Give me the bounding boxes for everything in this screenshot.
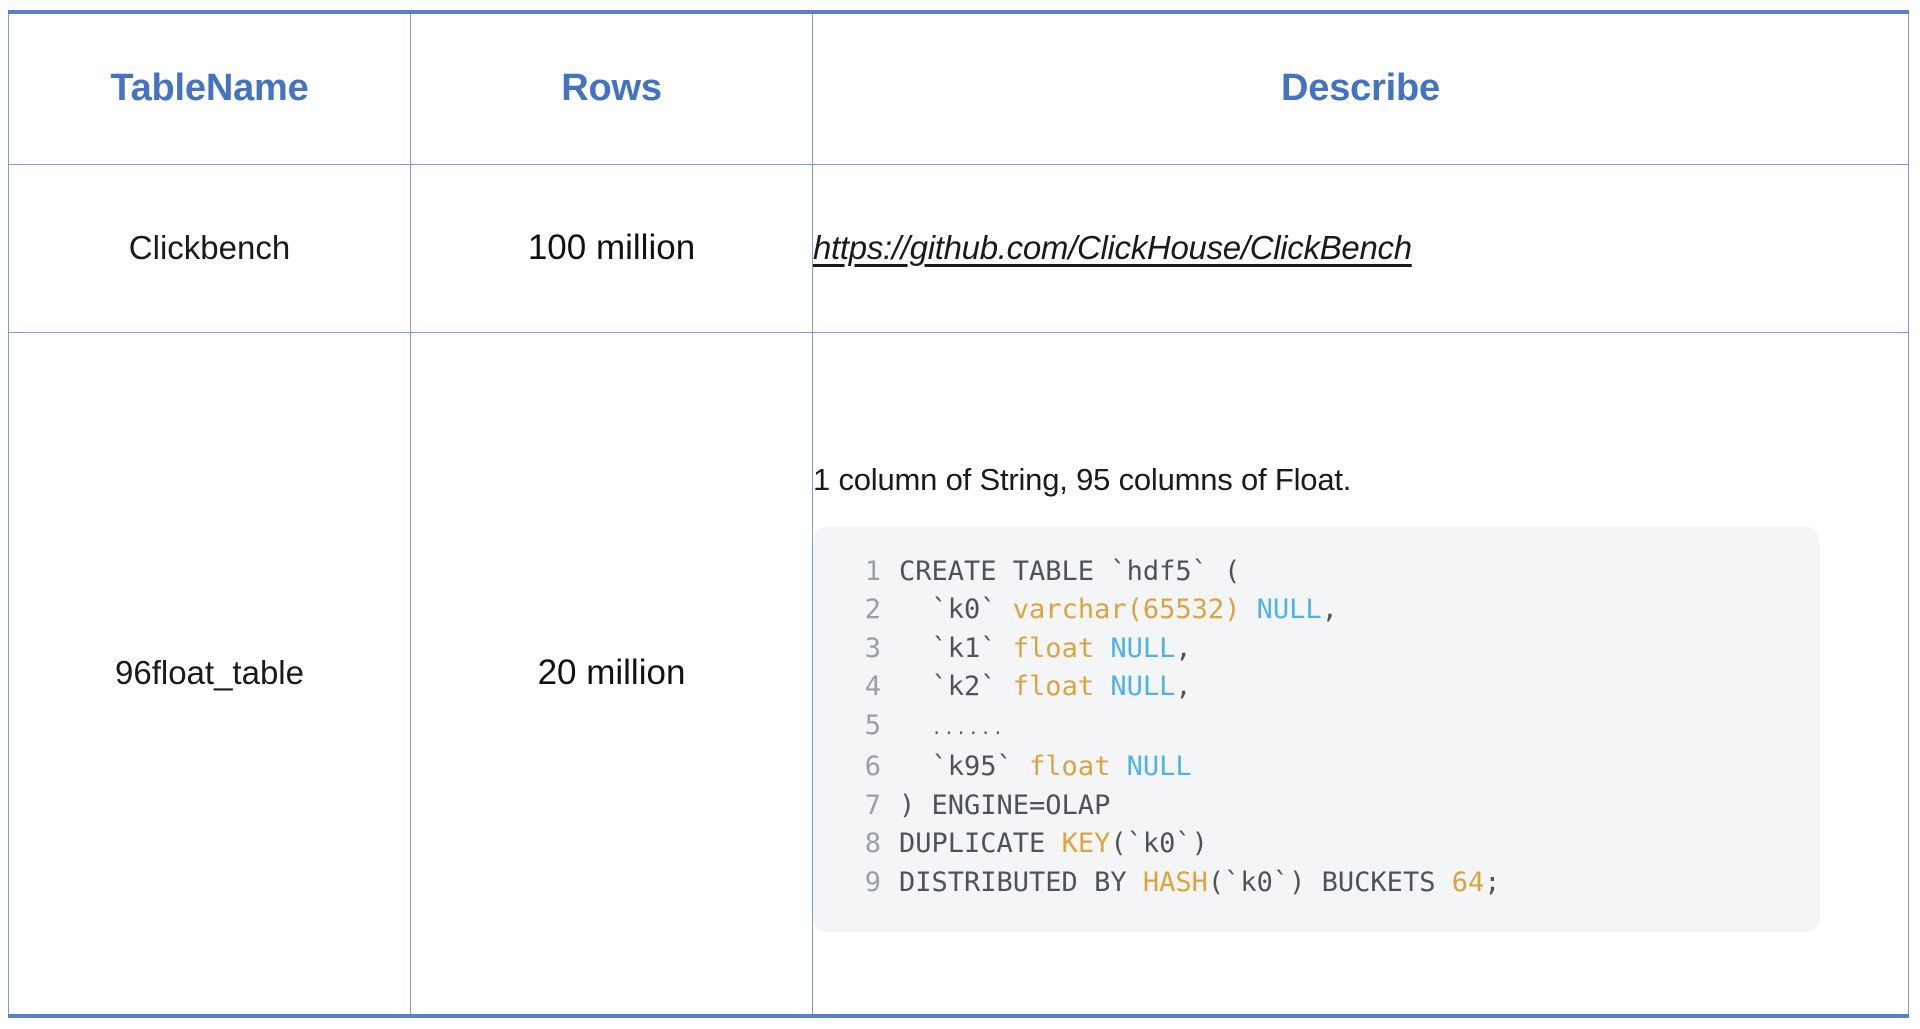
line-number: 3: [864, 632, 881, 664]
line-number: 2: [864, 594, 881, 625]
sql-function: HASH: [1142, 866, 1208, 898]
table-header-row: TableName Rows Describe: [8, 10, 1909, 165]
code-line-text: DISTRIBUTED BY HASH(`k0`) BUCKETS 64;: [899, 864, 1501, 903]
clickbench-repo-link[interactable]: https://github.com/ClickHouse/ClickBench: [813, 229, 1412, 266]
sql-number: 65532: [1142, 594, 1225, 625]
sql-engine-clause: ) ENGINE=OLAP: [899, 789, 1111, 821]
column-header-describe: Describe: [812, 10, 1909, 165]
code-line: 8 DUPLICATE KEY(`k0`): [813, 825, 1820, 864]
sql-code-block: 1 CREATE TABLE `hdf5` ( 2 `k0` varchar(6…: [813, 526, 1820, 932]
benchmark-table: TableName Rows Describe Clickbench 100 m…: [8, 10, 1909, 1018]
cell-describe-clickbench: https://github.com/ClickHouse/ClickBench: [812, 163, 1909, 333]
line-number: 7: [864, 789, 881, 821]
sql-function: KEY: [1061, 828, 1111, 859]
sql-type: float: [1029, 751, 1127, 782]
describe-note-96float: 1 column of String, 95 columns of Float.: [813, 461, 1352, 497]
code-line: 4 `k2` float NULL,: [813, 668, 1820, 707]
sql-identifier: `k95`: [899, 751, 1030, 782]
sql-type: varchar(: [1012, 594, 1143, 625]
code-line: 1 CREATE TABLE `hdf5` (: [813, 553, 1820, 592]
sql-keyword: CREATE TABLE: [899, 555, 1111, 587]
line-number: 1: [864, 555, 881, 587]
line-number: 5: [864, 709, 881, 741]
sql-type: float: [1012, 632, 1111, 664]
cell-table-name-96float: 96float_table: [8, 331, 411, 1018]
sql-null: NULL: [1126, 751, 1192, 782]
table-row: 96float_table 20 million 1 column of Str…: [8, 331, 1909, 1018]
sql-identifier: `k2`: [899, 671, 1013, 702]
table-row: Clickbench 100 million https://github.co…: [8, 163, 1909, 333]
code-line-list: 1 CREATE TABLE `hdf5` ( 2 `k0` varchar(6…: [813, 553, 1820, 903]
sql-null: NULL: [1256, 594, 1322, 625]
sql-ellipsis: ......: [931, 718, 1005, 739]
sql-punct: (: [1207, 555, 1241, 587]
code-line-text: `k1` float NULL,: [899, 630, 1192, 669]
code-line-text: `k2` float NULL,: [899, 668, 1192, 707]
sql-identifier: `hdf5`: [1110, 555, 1208, 587]
code-line-text: ......: [899, 707, 1005, 749]
code-line: 7 ) ENGINE=OLAP: [813, 787, 1820, 826]
sql-null: NULL: [1110, 671, 1176, 702]
code-line-text: `k95` float NULL: [899, 748, 1192, 787]
sql-type: float: [1012, 671, 1111, 702]
code-line: 3 `k1` float NULL,: [813, 630, 1820, 669]
sql-keyword: DISTRIBUTED BY: [899, 866, 1143, 898]
line-number: 8: [864, 828, 881, 859]
line-number: 6: [864, 751, 881, 782]
code-line: 9 DISTRIBUTED BY HASH(`k0`) BUCKETS 64;: [813, 864, 1820, 903]
sql-punct: ;: [1484, 866, 1501, 898]
table-body: Clickbench 100 million https://github.co…: [8, 163, 1909, 1018]
sql-punct: ,: [1321, 594, 1338, 625]
line-number: 9: [864, 866, 881, 898]
sql-punct: ,: [1175, 671, 1192, 702]
sql-identifier: `k0`: [899, 594, 1013, 625]
sql-args: (`k0`): [1110, 828, 1208, 859]
code-line-text: DUPLICATE KEY(`k0`): [899, 825, 1208, 864]
cell-table-name-clickbench: Clickbench: [8, 163, 411, 333]
code-line-text: CREATE TABLE `hdf5` (: [899, 553, 1240, 592]
sql-punct: ,: [1175, 632, 1192, 664]
code-line-text: `k0` varchar(65532) NULL,: [899, 591, 1338, 630]
line-number: 4: [864, 671, 881, 702]
code-line-text: ) ENGINE=OLAP: [899, 787, 1110, 826]
sql-keyword: DUPLICATE: [899, 828, 1062, 859]
code-line: 6 `k95` float NULL: [813, 748, 1820, 787]
sql-number: 64: [1451, 866, 1485, 898]
column-header-rows: Rows: [410, 10, 813, 165]
cell-rows-clickbench: 100 million: [410, 163, 813, 333]
column-header-table-name: TableName: [8, 10, 411, 165]
code-line: 5 ......: [813, 707, 1820, 749]
table-header: TableName Rows Describe: [8, 10, 1909, 165]
cell-rows-96float: 20 million: [410, 331, 813, 1018]
sql-type-close: ): [1224, 594, 1257, 625]
sql-identifier: `k1`: [899, 632, 1013, 664]
cell-describe-96float: 1 column of String, 95 columns of Float.…: [812, 331, 1909, 1018]
sql-null: NULL: [1110, 632, 1176, 664]
code-line: 2 `k0` varchar(65532) NULL,: [813, 591, 1820, 630]
sql-args: (`k0`) BUCKETS: [1207, 866, 1452, 898]
